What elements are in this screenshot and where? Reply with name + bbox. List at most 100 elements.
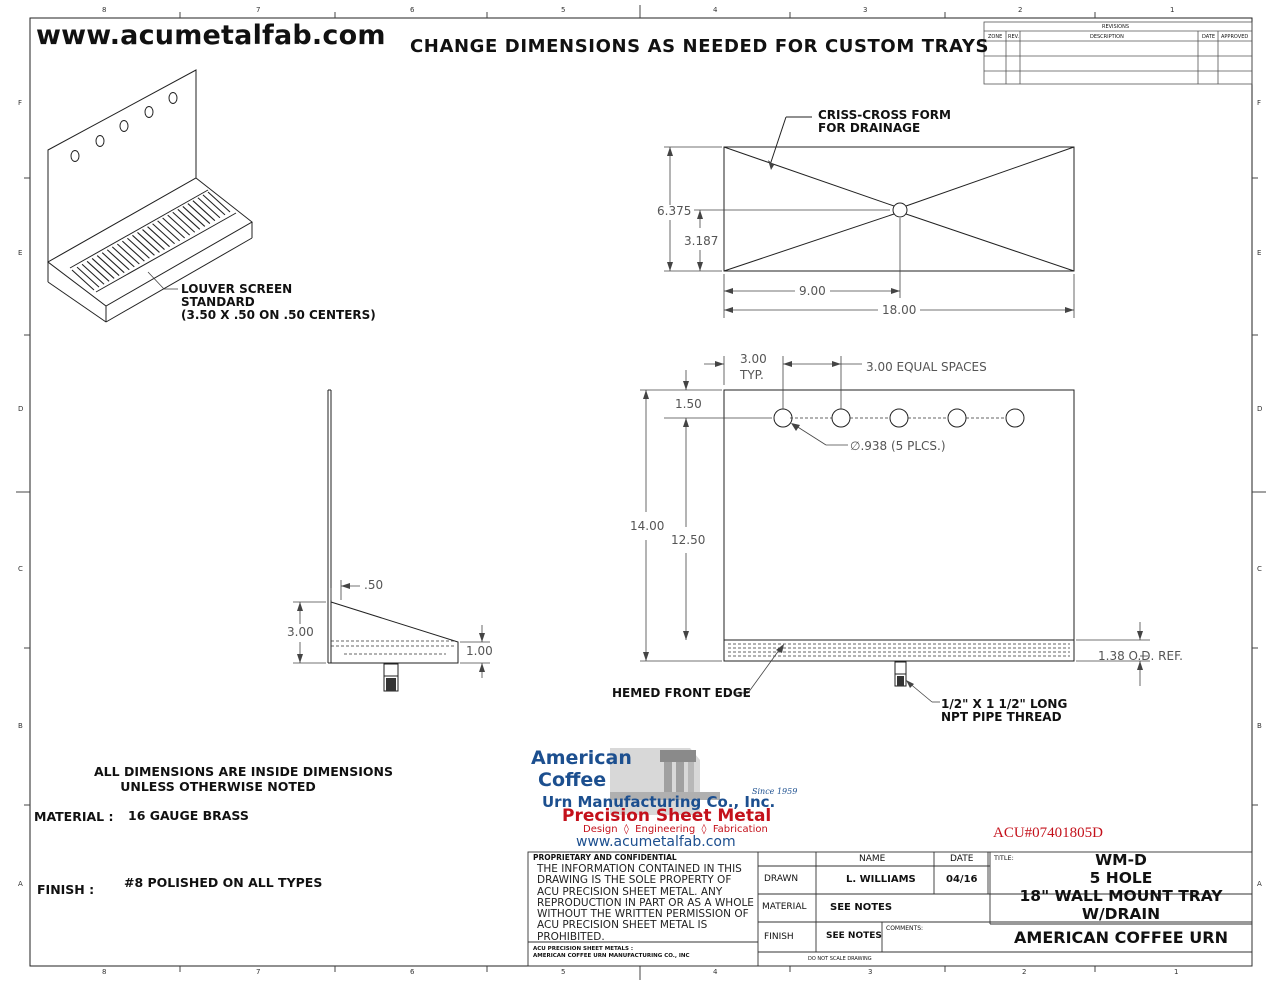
dim-typ-label: TYP. (740, 368, 764, 382)
zone-col-1-bottom: 1 (1174, 968, 1179, 976)
louver-slat (76, 266, 100, 288)
louver-slat (197, 197, 221, 219)
logo-coffee: Coffee (538, 769, 607, 791)
site-url[interactable]: www.acumetalfab.com (36, 20, 386, 51)
proprietary-line-5: WITHOUT THE WRITTEN PERMISSION OF (537, 908, 749, 921)
zone-col-3: 3 (863, 6, 868, 14)
dim-typ-value: 3.00 (740, 352, 767, 366)
finish-row-label: FINISH (764, 932, 794, 942)
zone-row-e: E (18, 249, 23, 257)
zone-row-d-right: D (1257, 405, 1263, 413)
zone-col-7: 7 (256, 6, 261, 14)
dimensions-note-line-1: ALL DIMENSIONS ARE INSIDE DIMENSIONS (94, 764, 393, 779)
louver-slat (157, 220, 180, 242)
hemmed-edge-callout: HEMED FRONT EDGE (612, 686, 751, 700)
dim-side-depth: 3.00 (287, 625, 314, 639)
pipe-thread-callout: 1/2" X 1 1/2" LONG NPT PIPE THREAD (941, 698, 1067, 724)
date-header: DATE (950, 854, 974, 864)
louver-slat (137, 232, 160, 253)
zone-row-f: F (18, 99, 23, 107)
dim-height: 14.00 (630, 519, 665, 533)
louver-line-1: LOUVER SCREEN (181, 282, 293, 296)
zone-col-1: 1 (1170, 6, 1175, 14)
logo-since: Since 1959 (752, 787, 798, 796)
pipe-line-2: NPT PIPE THREAD (941, 710, 1062, 724)
criss-line-2: FOR DRAINAGE (818, 121, 921, 135)
rev-col-description: DESCRIPTION (1090, 34, 1124, 40)
zone-col-7-bottom: 7 (256, 968, 261, 976)
louver-slat (86, 260, 110, 282)
zone-row-e-right: E (1257, 249, 1262, 257)
drawn-label: DRAWN (764, 874, 799, 884)
material-row-value: SEE NOTES (830, 902, 893, 913)
name-header: NAME (859, 854, 886, 864)
louver-slat (202, 194, 226, 216)
finish-value: #8 POLISHED ON ALL TYPES (124, 875, 323, 890)
logo-precision: Precision Sheet Metal (562, 806, 772, 826)
zone-col-6: 6 (410, 6, 415, 14)
logo-american: American (531, 747, 632, 769)
louver-slat (177, 208, 201, 230)
scale-note: DO NOT SCALE DRAWING (808, 956, 872, 962)
pipe-line-1: 1/2" X 1 1/2" LONG (941, 697, 1068, 711)
hole-diameter-dim: ∅.938 (5 PLCS.) (850, 439, 946, 453)
footer-line-2: AMERICAN COFFEE URN MANUFACTURING CO., I… (533, 953, 690, 959)
zone-col-4-bottom: 4 (713, 968, 718, 976)
logo-urn: Urn Manufacturing Co., Inc. (542, 793, 776, 811)
louver-slat (127, 237, 150, 259)
louver-slat (182, 206, 206, 227)
material-label: MATERIAL : (34, 809, 114, 824)
comments-label: COMMENTS: (886, 925, 924, 932)
drawn-name: L. WILLIAMS (846, 874, 916, 885)
zone-col-5: 5 (561, 6, 566, 14)
dimensions-note-line-2: UNLESS OTHERWISE NOTED (120, 779, 316, 794)
louver-slat (122, 240, 145, 262)
proprietary-line-2: DRAWING IS THE SOLE PROPERTY OF (537, 874, 732, 887)
logo-services: Design ◊ Engineering ◊ Fabrication (583, 824, 768, 835)
proprietary-line-3: ACU PRECISION SHEET METAL. ANY (537, 885, 723, 898)
dim-side-setback: .50 (364, 578, 384, 592)
drawing-title: WM-D 5 HOLE 18" WALL MOUNT TRAY W/DRAIN (990, 851, 1252, 923)
footer-line-1: ACU PRECISION SHEET METALS : (533, 946, 634, 952)
zone-row-c-right: C (1257, 565, 1262, 573)
criss-cross-callout: CRISS-CROSS FORM FOR DRAINAGE (818, 109, 951, 135)
zone-row-d: D (18, 405, 24, 413)
louver-line-2: STANDARD (181, 295, 255, 309)
company-name: AMERICAN COFFEE URN (1014, 928, 1228, 947)
zone-col-3-bottom: 3 (868, 968, 873, 976)
title-line-1: WM-D (1095, 851, 1147, 869)
louver-slat (162, 217, 186, 239)
title-line-4: W/DRAIN (1081, 905, 1161, 923)
dim-height-to-tray: 12.50 (671, 533, 706, 547)
proprietary-line-1: THE INFORMATION CONTAINED IN THIS (537, 863, 742, 875)
od-ref-dim: 1.38 O.D. REF. (1098, 649, 1183, 663)
zone-row-b: B (18, 722, 23, 730)
drawn-date: 04/16 (946, 874, 978, 885)
title-line-3: 18" WALL MOUNT TRAY (1019, 887, 1223, 905)
part-number: ACU#07401805D (993, 825, 1104, 841)
louver-slat (187, 203, 211, 224)
louver-slat (101, 252, 125, 274)
louver-slat (152, 223, 175, 245)
louver-callout: LOUVER SCREEN STANDARD (3.50 X .50 ON .5… (181, 283, 376, 322)
front-view (723, 389, 1075, 687)
zone-col-2: 2 (1018, 6, 1023, 14)
zone-col-2-bottom: 2 (1022, 968, 1027, 976)
dim-top-height: 6.375 (657, 204, 692, 218)
logo-url[interactable]: www.acumetalfab.com (576, 834, 736, 850)
zone-row-a-right: A (1257, 880, 1262, 888)
dim-top-width: 18.00 (882, 303, 917, 317)
logo-graphic (610, 748, 720, 815)
zone-row-f-right: F (1257, 99, 1262, 107)
louver-slat (192, 200, 216, 222)
louver-slat (81, 263, 105, 285)
zone-col-8-bottom: 8 (102, 968, 107, 976)
louver-slat (91, 258, 115, 279)
headline: CHANGE DIMENSIONS AS NEEDED FOR CUSTOM T… (410, 36, 990, 57)
louver-slat (172, 211, 196, 233)
louver-line-3: (3.50 X .50 ON .50 CENTERS) (181, 308, 376, 322)
dimensions-note: ALL DIMENSIONS ARE INSIDE DIMENSIONS UNL… (94, 764, 393, 794)
rev-col-date: DATE (1202, 34, 1216, 40)
title-line-2: 5 HOLE (1089, 869, 1153, 887)
